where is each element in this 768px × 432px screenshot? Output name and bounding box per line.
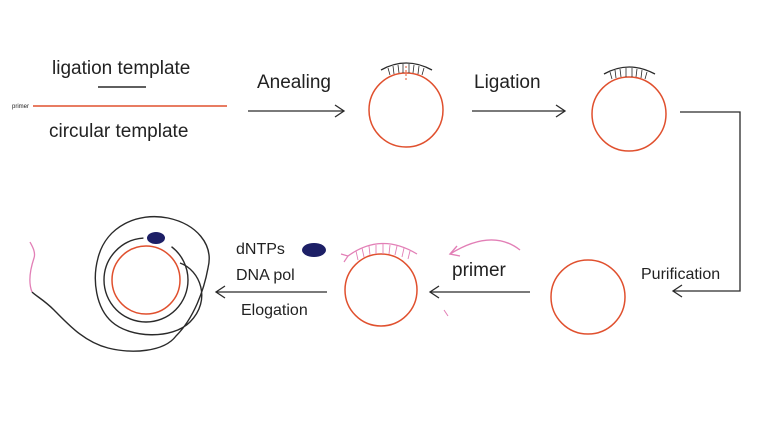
dntp-molecule [302, 243, 326, 257]
ligated-template-arc [603, 66, 656, 75]
new-strand-inner [103, 237, 189, 323]
purification-label: Purification [641, 266, 720, 283]
primer-tail [29, 241, 36, 293]
dntps-label: dNTPs [236, 241, 285, 258]
ligation-label: Ligation [474, 72, 541, 93]
purified-circle [550, 259, 626, 335]
primer-arc-head [340, 253, 349, 263]
primer-label: primer [452, 260, 507, 281]
primer-arrow-curve [448, 239, 521, 257]
rca-product-strand [31, 216, 210, 352]
input-legend: ligation template primer circular templa… [12, 58, 227, 142]
dna-polymerase [147, 232, 165, 244]
circle-ligated [591, 66, 667, 152]
arrow-ligation [472, 104, 567, 118]
ligation-template-label: ligation template [52, 58, 190, 79]
circle-annealed [368, 62, 444, 148]
circular-template-circle-2 [591, 76, 667, 152]
rolling-circle-product [29, 216, 210, 352]
primer-small-label: primer [12, 104, 29, 110]
circular-template-circle-1 [368, 72, 444, 148]
arrow-annealing [248, 104, 346, 118]
circular-template-label: circular template [49, 121, 188, 142]
arrow-purification [671, 111, 741, 298]
circular-template-circle-5 [111, 245, 181, 315]
ligation-template-arc-1 [380, 62, 433, 71]
circular-template-circle-4 [344, 253, 418, 327]
dna-pol-label: DNA pol [236, 267, 295, 284]
base-pairs-2 [609, 68, 648, 80]
annealing-label: Anealing [257, 72, 331, 93]
primer-base-pairs [355, 244, 411, 261]
base-pairs-1 [387, 64, 425, 76]
circle-primed [340, 242, 418, 327]
elongation-label: Elogation [241, 302, 308, 319]
primer-stray-mark [443, 309, 449, 317]
primer-arc [347, 242, 418, 257]
arrow-primer [428, 285, 530, 299]
arrow-elongation [214, 285, 327, 299]
